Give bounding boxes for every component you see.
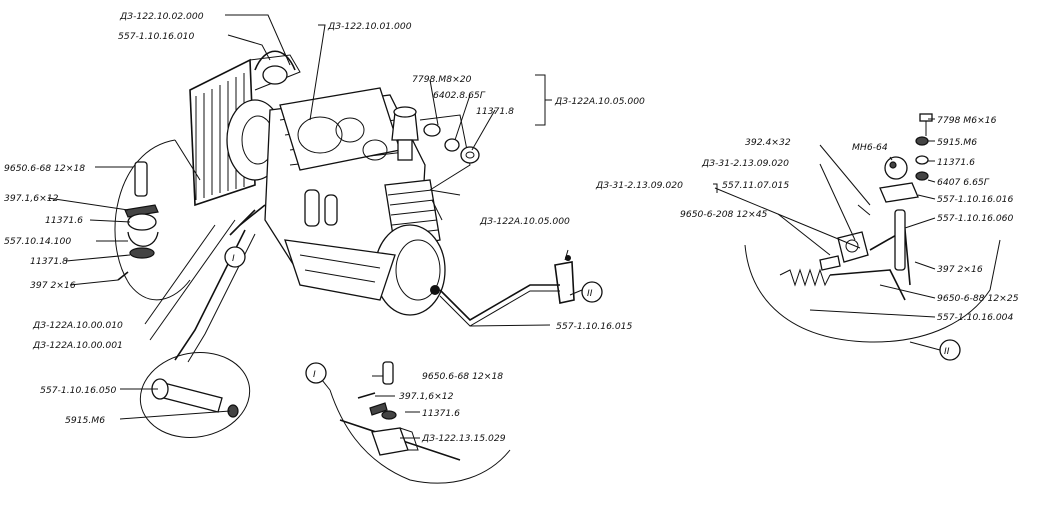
part-labels: ДЗ-122.10.02.000 557-1.10.16.010 ДЗ-122.… [4, 11, 1019, 444]
label-557-1-10-16-010: 557-1.10.16.010 [118, 31, 195, 42]
detail-i [317, 361, 511, 484]
pin-detail [139, 352, 251, 438]
callout-i-detail-text: I [313, 369, 316, 380]
connecting-rod [174, 229, 256, 363]
label-11371-8-top: 11371.8 [476, 106, 514, 117]
label-5915-m6-right: 5915.М6 [937, 137, 977, 148]
callout-ii-detail-text: II [944, 346, 950, 357]
label-392-4x32: 392.4×32 [745, 137, 791, 148]
label-557-1-10-16-015: 557-1.10.16.015 [556, 321, 633, 332]
engine-assembly [189, 50, 560, 327]
label-397-1-6x12-bottom: 397.1,6×12 [399, 391, 454, 402]
label-d3-122a-10-05-000-b: ДЗ-122А.10.05.000 [479, 216, 570, 227]
label-9650-6-68-12x18-left: 9650.6-68 12×18 [4, 163, 85, 174]
callout-i-circle-main [224, 246, 246, 268]
label-397-2x16-right: 397 2×16 [937, 264, 983, 275]
label-557-1-10-16-016: 557-1.10.16.016 [937, 194, 1014, 205]
label-6407-6-65g: 6407 6.65Г [937, 177, 990, 188]
label-7798-m6x16: 7798 М6×16 [937, 115, 997, 126]
label-d3-31-2-13-09-020-a: ДЗ-31-2.13.09.020 [701, 158, 789, 169]
label-6402-8-65g: 6402.8.65Г [433, 90, 486, 101]
label-397-2x16-left: 397 2×16 [30, 280, 76, 291]
bolt-washer-set [423, 123, 480, 164]
callout-ii-main-text: II [587, 288, 593, 299]
label-557-1-10-16-050: 557-1.10.16.050 [40, 385, 117, 396]
label-d3-122-10-02-000: ДЗ-122.10.02.000 [119, 11, 204, 22]
label-557-1-10-16-004: 557-1.10.16.004 [937, 312, 1014, 323]
label-557-1-10-16-060: 557-1.10.16.060 [937, 213, 1014, 224]
label-11371-8-left: 11371.8 [30, 256, 68, 267]
label-11371-6-left: 11371.6 [45, 215, 83, 226]
engine-mount-detail [114, 139, 201, 301]
label-9650-6-208-12x45: 9650-6-208 12×45 [680, 209, 768, 220]
label-397-1-6x12-left: 397.1,6×12 [4, 193, 59, 204]
label-11371-6-bottom: 11371.6 [422, 408, 460, 419]
label-11371-6-right: 11371.6 [937, 157, 975, 168]
callout-ii-circle-main [581, 281, 603, 303]
label-d3-122a-10-00-001: ДЗ-122А.10.00.001 [32, 340, 123, 351]
label-d3-122-13-15-029: ДЗ-122.13.15.029 [421, 433, 506, 444]
detail-ii [744, 113, 1001, 343]
label-557-11-07-015: 557.11.07.015 [722, 180, 789, 191]
callout-i-circle-detail [305, 362, 327, 384]
throttle-lever-small [554, 249, 575, 304]
label-5915-m6-bottom: 5915.М6 [65, 415, 105, 426]
label-d3-31-2-13-09-020-b: ДЗ-31-2.13.09.020 [595, 180, 683, 191]
label-d3-122-10-01-000: ДЗ-122.10.01.000 [327, 21, 412, 32]
label-d3-122a-10-00-010: ДЗ-122А.10.00.010 [32, 320, 123, 331]
label-9650-6-68-12x18-bottom: 9650.6-68 12×18 [422, 371, 503, 382]
label-9650-6-88-12x25: 9650-6-88 12×25 [937, 293, 1019, 304]
label-mn6-64: МН6-64 [852, 142, 888, 153]
label-557-10-14-100: 557.10.14.100 [4, 236, 71, 247]
callout-i-main-text: I [232, 253, 235, 264]
label-7798-m8x20: 7798.М8×20 [412, 74, 472, 85]
callout-ii-circle-detail [939, 339, 961, 361]
label-d3-122a-10-05-000-a: ДЗ-122А.10.05.000 [554, 96, 645, 107]
